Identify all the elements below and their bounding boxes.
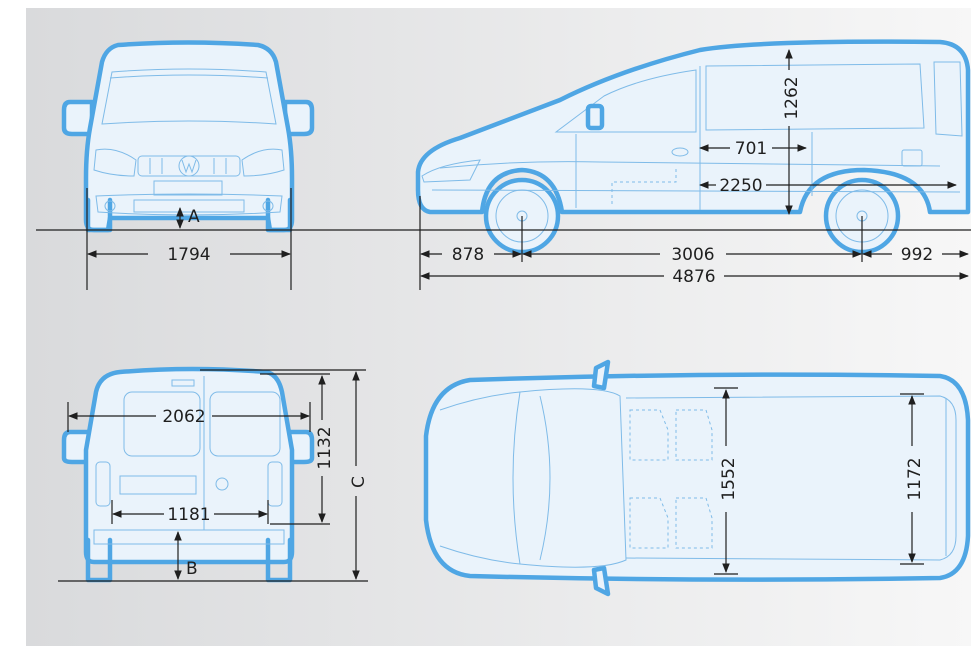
dimension-front-overhang-label: 878	[452, 245, 484, 265]
dimension-cargo-height-label: 1262	[782, 76, 802, 119]
dimension-overall-length: 4876	[420, 267, 969, 287]
dimension-701: 701	[699, 139, 807, 159]
dimension-cargo-width-max-label: 1552	[719, 457, 739, 500]
rear-view	[61, 366, 315, 583]
front-view	[61, 40, 315, 233]
dimension-rear-overhang-label: 992	[901, 245, 933, 265]
dimension-cargo-length-label: 2250	[719, 176, 762, 196]
dimension-overall-length-label: 4876	[672, 267, 715, 287]
dimension-rear-mirror-width-label: 2062	[162, 407, 205, 427]
dimension-701-label: 701	[735, 139, 767, 159]
top-view	[423, 359, 971, 597]
dimension-rear-floor-width: 1181	[111, 500, 269, 525]
dimension-rear-mirror-width: 2062	[67, 402, 311, 432]
dimension-cargo-width-wheelarch-label: 1172	[905, 457, 925, 500]
dimension-wheelbase-label: 3006	[671, 245, 714, 265]
dimension-a-label: A	[188, 207, 200, 227]
dimension-cargo-length: 2250	[699, 176, 957, 196]
dimension-c: C	[200, 369, 369, 580]
dimension-front-width-label: 1794	[167, 245, 210, 265]
dimension-c-label: C	[349, 476, 369, 488]
dimension-rear-door-height: 1132	[260, 373, 335, 525]
dimension-overhangs: 878 3006 992	[420, 245, 969, 265]
dimension-cargo-width-max: 1552	[714, 387, 739, 575]
dimension-b-label: B	[186, 559, 198, 579]
dimension-rear-floor-width-label: 1181	[167, 505, 210, 525]
dimension-cargo-width-wheelarch: 1172	[900, 393, 925, 565]
dimension-b: B	[174, 531, 198, 580]
dimension-cargo-height: 1262	[782, 49, 802, 215]
dimension-a: A	[176, 207, 200, 229]
dimension-front-width: 1794	[86, 188, 292, 290]
dimension-rear-door-height-label: 1132	[315, 426, 335, 469]
